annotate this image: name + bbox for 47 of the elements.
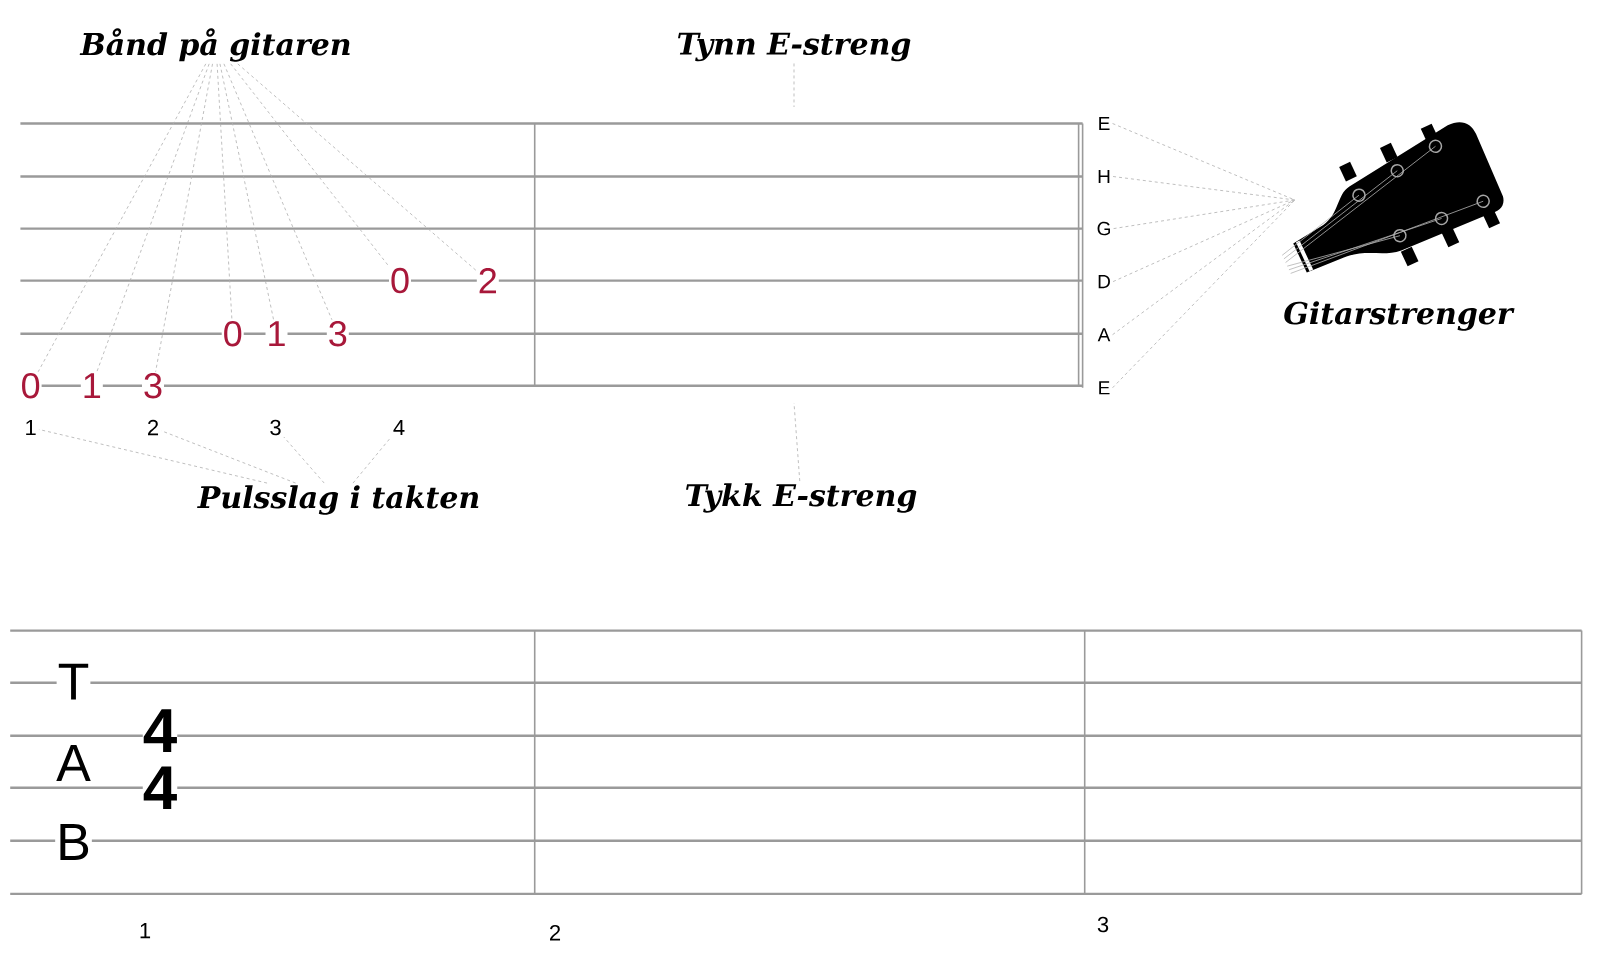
fret-number: 3 xyxy=(142,371,164,400)
leader-line xyxy=(155,63,213,373)
leader-line xyxy=(793,63,795,108)
string-name: H xyxy=(1098,169,1110,184)
heading-text: Tynn E-streng xyxy=(678,32,911,62)
string-name: G xyxy=(1097,221,1110,236)
tab-letter: T xyxy=(56,662,91,701)
heading-text: Bånd på gitaren xyxy=(79,28,350,62)
fret-number: 1 xyxy=(80,372,103,400)
leader-line xyxy=(237,63,477,272)
leader-line xyxy=(1113,199,1296,229)
tab-letter: B xyxy=(55,823,92,861)
string-name: A xyxy=(1097,328,1111,342)
leader-line xyxy=(96,63,210,373)
heading-text: Tykk E-streng xyxy=(686,483,917,513)
heading-text: Pulsslag i takten xyxy=(197,485,479,515)
fret-number: 0 xyxy=(389,266,411,295)
leader-line xyxy=(283,436,325,484)
time-signature-digit: 4 xyxy=(142,766,178,810)
time-signature-digit: 4 xyxy=(142,709,178,752)
headstock-drawing xyxy=(1281,122,1504,274)
fret-number: 1 xyxy=(265,320,288,348)
beat-number: 1 xyxy=(26,419,36,436)
beat-number: 2 xyxy=(550,925,561,941)
leader-line xyxy=(1112,176,1296,201)
fret-number: 0 xyxy=(221,319,244,348)
beat-number: 3 xyxy=(270,419,281,436)
leader-line xyxy=(37,63,207,373)
leader-line xyxy=(219,63,275,321)
string-name: D xyxy=(1098,275,1110,289)
string-name: E xyxy=(1099,381,1110,395)
tab-letter: A xyxy=(55,744,92,782)
leader-line xyxy=(1112,199,1296,389)
fret-number: 0 xyxy=(19,371,42,400)
beat-number: 4 xyxy=(393,419,405,436)
string-name: E xyxy=(1099,116,1110,131)
leader-line xyxy=(352,436,392,484)
leader-line xyxy=(1112,199,1296,282)
beat-number: 3 xyxy=(1097,916,1109,933)
leader-line xyxy=(223,63,333,321)
beat-number: 1 xyxy=(140,923,151,939)
leader-line xyxy=(38,429,268,484)
leader-line xyxy=(793,402,801,482)
beat-number: 2 xyxy=(148,419,159,436)
fret-number: 3 xyxy=(326,319,349,348)
heading-text: Gitarstrenger xyxy=(1284,301,1515,331)
fret-number: 2 xyxy=(476,267,499,295)
